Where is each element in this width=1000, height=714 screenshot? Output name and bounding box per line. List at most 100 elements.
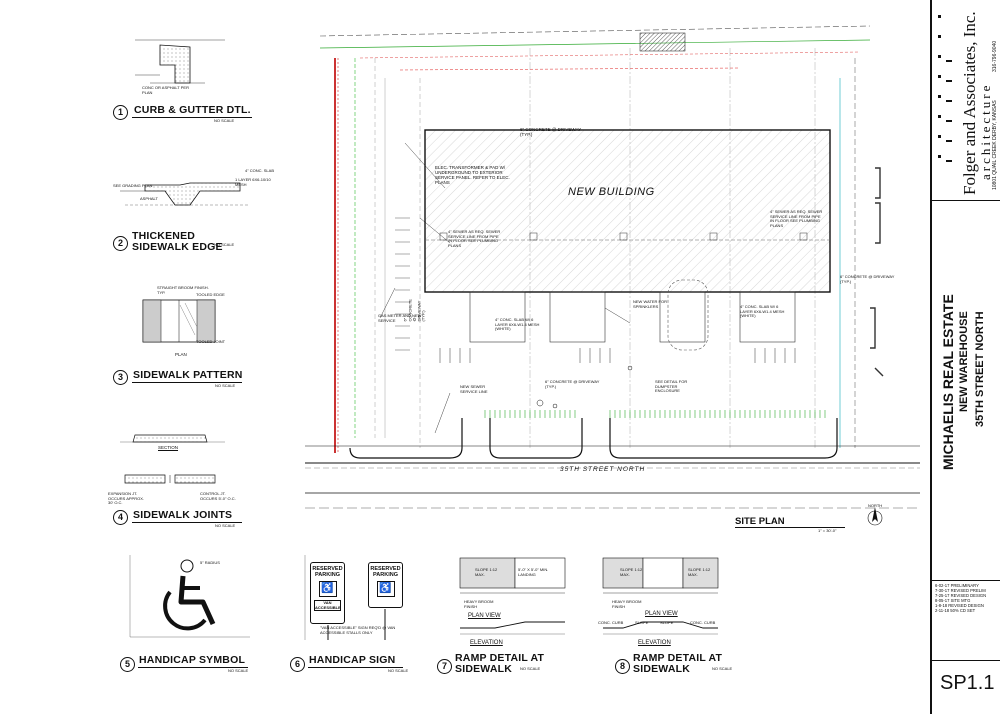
plumbing-note-b: 4" SEWER AS REQ. SEWER SERVICE LINE FROM…	[770, 209, 823, 228]
north-arrow-icon	[867, 507, 883, 526]
handicap-symbol-icon	[129, 555, 250, 638]
ramp7-broom: HEAVY BROOM FINISH	[464, 599, 494, 609]
title-block: Folger and Associates, Inc. architecture…	[930, 0, 1000, 714]
pattern-note-b: STRAIGHT BROOM FINISH. TYP.	[157, 285, 209, 295]
thick-note-b: SEE GRADING PLAN	[113, 183, 153, 188]
sign-icon-2: ♿	[376, 581, 395, 597]
detail-scale-1: NO SCALE	[214, 118, 235, 123]
detail-scale-3: NO SCALE	[215, 383, 236, 388]
ramp8-curb-a: CONC. CURB	[598, 620, 624, 625]
site-plan-drawing	[305, 25, 920, 526]
revision-item: 6-02-17 PRELIMINARY	[935, 583, 979, 588]
detail-title-6: HANDICAP SIGN	[309, 654, 396, 666]
thickened-edge-drawing	[120, 182, 250, 206]
ramp8-slope-b: SLOPE 1:12 MAX.	[688, 567, 711, 577]
detail-number-7: 7	[437, 659, 452, 674]
detail-title-3: SIDEWALK PATTERN	[133, 369, 243, 381]
ramp7-elev-label: ELEVATION	[470, 640, 503, 646]
dumpster-note: SEE DETAIL FOR DUMPSTER ENCLOSURE	[655, 379, 688, 394]
sign-text-1: RESERVED PARKING	[312, 566, 343, 578]
driveway-note-north: 6" CONCRETE @ DRIVEWAY (TYP.)	[520, 127, 582, 137]
title-block-divider-1	[932, 200, 1000, 201]
detail-number-4: 4	[113, 510, 128, 525]
firm-logo-bars	[946, 60, 952, 162]
sign-icon-1: ♿	[318, 581, 337, 597]
sign-text-2: RESERVED PARKING	[370, 566, 401, 578]
curb-detail-drawing	[135, 39, 225, 84]
site-plan-title: SITE PLAN	[735, 516, 785, 527]
north-label: NORTH	[868, 503, 883, 508]
street-label: 35TH STREET NORTH	[560, 466, 646, 473]
ramp8-plan-label: PLAN VIEW	[645, 611, 678, 617]
driveway-note-east: 6" CONCRETE @ DRIVEWAY (TYP.)	[840, 274, 895, 284]
revision-list: 6-02-17 PRELIMINARY 7-30-17 REVISED PREL…	[935, 583, 986, 613]
site-plan-scale: 1" = 30'-0"	[818, 528, 837, 533]
ramp7-landing: 5'-0" X 5'-0" MIN. LANDING	[518, 567, 549, 577]
revision-item: 7-25-17 REVISED DESIGN	[935, 593, 987, 598]
detail-title-8: RAMP DETAIL AT SIDEWALK	[633, 652, 723, 675]
detail-title-5: HANDICAP SYMBOL	[139, 654, 246, 666]
detail-title-7: RAMP DETAIL AT SIDEWALK	[455, 652, 545, 675]
ramp7-slope: SLOPE 1:12 MAX.	[475, 567, 498, 577]
project-client: MICHAELIS REAL ESTATE	[940, 294, 956, 470]
plumbing-note-a: 4" SEWER AS REQ. SEWER SERVICE LINE FROM…	[448, 229, 501, 248]
curb-note: CONC OR ASPHALT PER PLAN	[142, 85, 189, 95]
new-water-note: NEW WATER FOR SPRINKLERS	[633, 299, 667, 309]
joints-note-b: CONTROL JT. OCCURS 5'-0" O.C.	[200, 491, 236, 501]
detail-scale-6: NO SCALE	[388, 668, 409, 673]
detail-title-2: THICKENED SIDEWALK EDGE	[132, 230, 223, 253]
ramp8-slope-c: SLOPE	[635, 620, 649, 625]
detail-number-8: 8	[615, 659, 630, 674]
detail-underline-6	[308, 667, 403, 668]
driveway-note-south: 6" CONCRETE @ DRIVEWAY (TYP.)	[545, 379, 600, 389]
pattern-note-c: TOOLED JOINT	[196, 339, 226, 344]
sign-van-label: VAN ACCESSIBLE	[314, 600, 341, 611]
pattern-note-a: TOOLED EDGE	[196, 292, 225, 297]
ramp8-slope-a: SLOPE 1:12 MAX.	[620, 567, 643, 577]
project-title: NEW WAREHOUSE	[958, 311, 970, 412]
revision-item: 1-8-18 REVISED DESIGN	[935, 603, 984, 608]
van-sign-note: "VAN ACCESSIBLE" SIGN REQ'D @ VAN ACCESS…	[320, 625, 396, 635]
sheet-number: SP1.1	[940, 672, 995, 694]
revision-item: 8-05-17 SITE MTG	[935, 598, 971, 603]
revision-item: 7-30-17 REVISED PRELIM	[935, 588, 986, 593]
detail-number-3: 3	[113, 370, 128, 385]
joints-note-a: EXPANSION JT. OCCURS APPROX. 30' O.C.	[108, 491, 145, 505]
building-label: NEW BUILDING	[568, 186, 655, 198]
conc-slab-note: 4" CONC. SLAB W/ 6 LAYER 6X6-W1.4 MESH (…	[495, 317, 540, 332]
firm-phone: 316-796-9040	[992, 40, 998, 72]
sidewalk-pattern-drawing	[142, 299, 216, 343]
handicap-sign-van: RESERVED PARKING ♿ VAN ACCESSIBLE	[310, 562, 345, 624]
building-footprint	[424, 129, 831, 293]
thick-note-d: 1 LAYER 6X6-10/10 MESH	[235, 177, 271, 187]
detail-number-6: 6	[290, 657, 305, 672]
ramp-detail-8-drawing	[602, 557, 719, 635]
ramp-detail-7-drawing	[459, 557, 566, 635]
detail-number-5: 5	[120, 657, 135, 672]
handicap-sign-standard: RESERVED PARKING ♿	[368, 562, 403, 608]
firm-name: Folger and Associates, Inc.	[960, 11, 979, 195]
detail-title-1: CURB & GUTTER DTL.	[134, 104, 251, 116]
thick-note-c: ASPHALT	[140, 196, 158, 201]
detail-title-4: SIDEWALK JOINTS	[133, 509, 233, 521]
detail-number-2: 2	[113, 236, 128, 251]
pattern-plan-label: PLAN	[175, 352, 187, 357]
project-location: 35TH STREET NORTH	[974, 311, 986, 427]
title-block-divider-2	[932, 580, 1000, 581]
detail-underline-1	[132, 117, 252, 118]
detail-scale-5: NO SCALE	[228, 668, 249, 673]
gas-meter-note: GAS METER AND NEW SERVICE	[378, 313, 422, 323]
detail-scale-4: NO SCALE	[215, 523, 236, 528]
revision-item: 2-11-18 50% CD SET	[935, 608, 976, 613]
detail-scale-8: NO SCALE	[712, 666, 733, 671]
ramp8-slope-d: SLOPE	[660, 620, 674, 625]
firm-logo-dots	[938, 15, 941, 158]
ramp8-curb-b: CONC. CURB	[690, 620, 716, 625]
site-plan-title-underline	[735, 527, 845, 528]
title-block-divider-3	[932, 660, 1000, 661]
sidewalk-joints-drawing	[120, 434, 225, 484]
sign-post-lines	[304, 555, 386, 640]
elec-transformer-note: ELEC. TRANSFORMER & PAD W/ UNDERGROUND T…	[435, 165, 510, 185]
detail-underline-4	[132, 522, 242, 523]
ramp8-broom: HEAVY BROOM FINISH	[612, 599, 642, 609]
